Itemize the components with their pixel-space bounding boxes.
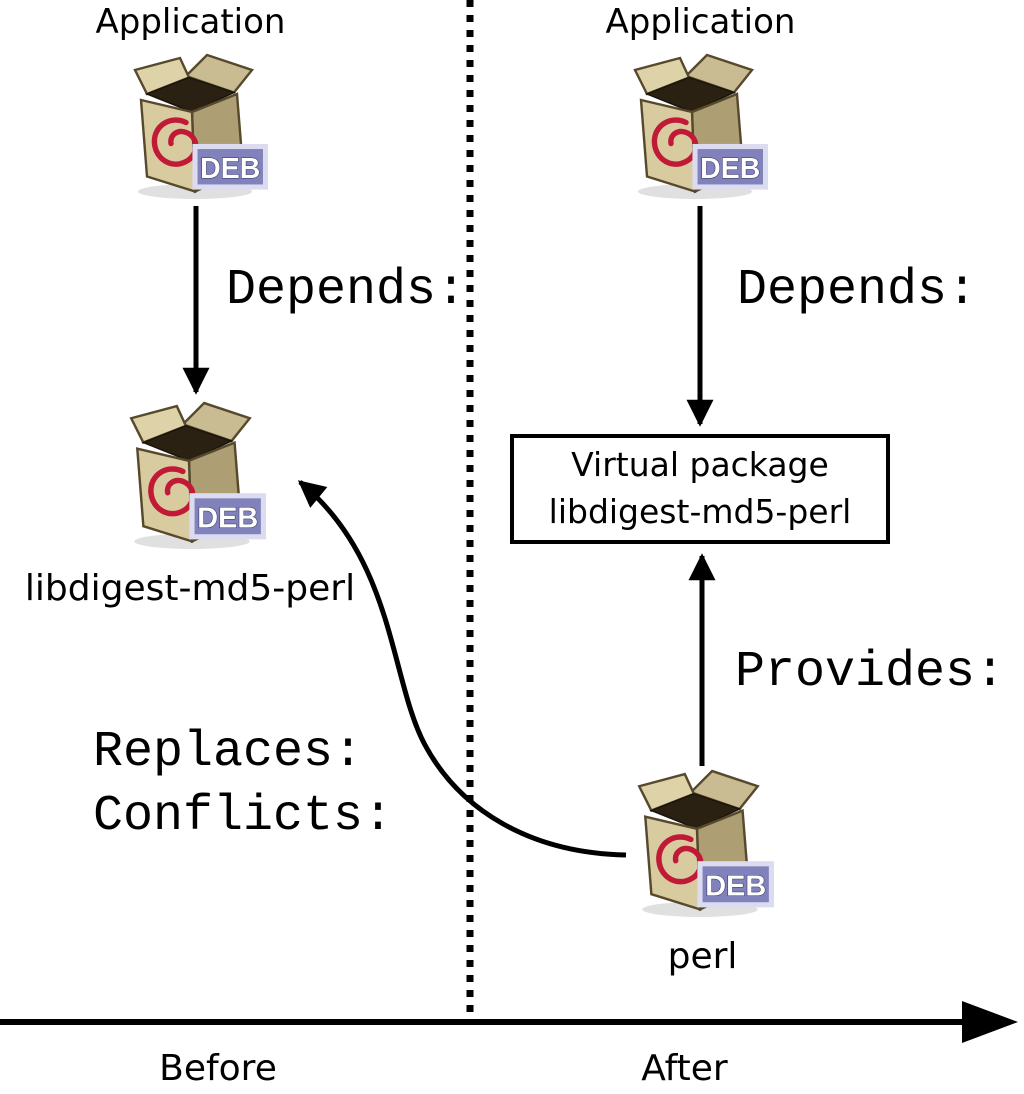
- deb-package-icon-after-app: [635, 55, 766, 199]
- perl-package-label: perl: [667, 936, 738, 977]
- replaces-label: Replaces:: [93, 724, 364, 781]
- after-depends-label: Depends:: [737, 262, 978, 319]
- virtual-package-box: Virtual package libdigest-md5-perl: [510, 434, 890, 544]
- after-application-label: Application: [605, 2, 796, 42]
- after-axis-label: After: [641, 1048, 728, 1089]
- axis-arrowhead-icon: [962, 1001, 1018, 1043]
- libdigest-package-label: libdigest-md5-perl: [24, 568, 356, 609]
- deb-package-icon-libdigest: [131, 403, 263, 549]
- before-depends-label: Depends:: [226, 262, 467, 319]
- deb-package-icon-perl: [639, 771, 771, 917]
- virtual-package-line2: libdigest-md5-perl: [548, 492, 852, 531]
- before-axis-label: Before: [159, 1048, 277, 1089]
- replaces-conflicts-arrow: [297, 480, 627, 858]
- provides-label: Provides:: [735, 644, 1006, 701]
- deb-package-icon-before-app: [135, 55, 266, 199]
- virtual-package-line1: Virtual package: [571, 445, 829, 485]
- conflicts-label: Conflicts:: [93, 788, 394, 845]
- before-application-label: Application: [95, 2, 286, 42]
